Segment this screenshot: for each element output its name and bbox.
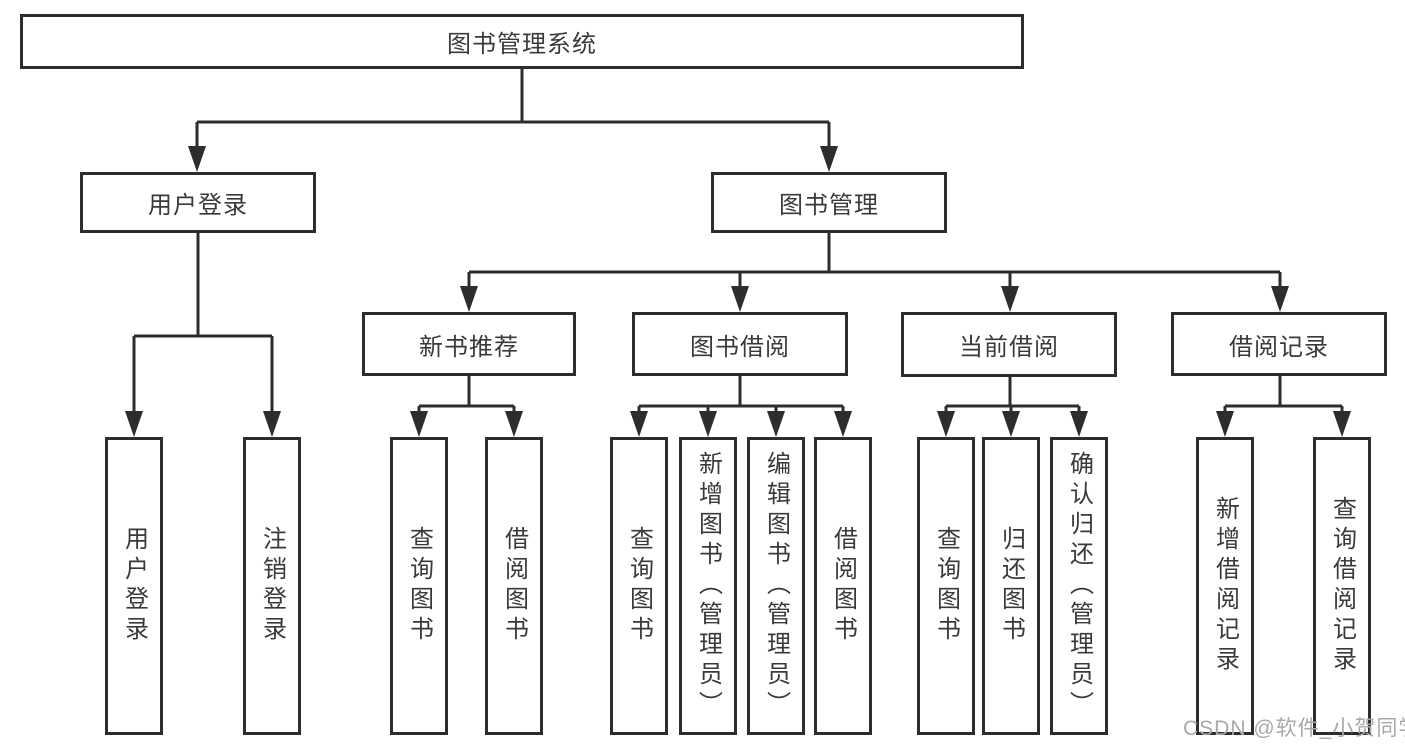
node-user-login: 用户登录 — [80, 172, 316, 233]
arrow-down-icon — [1271, 286, 1289, 312]
node-label: 图书借阅 — [690, 333, 790, 361]
leaf-label: 注销登录 — [258, 526, 286, 646]
arrow-down-icon — [505, 411, 523, 437]
leaf-label: 查询图书 — [625, 526, 653, 646]
connector-root-to-level2 — [195, 69, 831, 150]
arrow-down-icon — [1001, 286, 1019, 312]
connector-arrowheads — [125, 146, 1351, 437]
node-system-root: 图书管理系统 — [20, 14, 1024, 69]
connector-group2-to-leaves — [944, 377, 1081, 414]
node-book-borrow: 图书借阅 — [632, 312, 848, 376]
connector-paths — [132, 69, 1344, 414]
node-label: 用户登录 — [148, 192, 248, 219]
leaf-label: 编辑图书（管理员） — [762, 451, 790, 721]
leaf-query-books: 查询图书 — [917, 437, 975, 735]
leaf-label: 查询借阅记录 — [1328, 496, 1356, 676]
arrow-down-icon — [1070, 411, 1088, 437]
arrow-down-icon — [937, 411, 955, 437]
arrow-down-icon — [767, 411, 785, 437]
node-label: 图书管理系统 — [447, 31, 597, 58]
leaf-add-books-admin: 新增图书（管理员） — [679, 437, 737, 735]
leaf-label: 用户登录 — [120, 526, 148, 646]
leaf-query-borrow-record: 查询借阅记录 — [1313, 437, 1371, 735]
leaf-user-login: 用户登录 — [105, 437, 163, 735]
leaf-logout: 注销登录 — [243, 437, 301, 735]
node-label: 图书管理 — [779, 192, 879, 219]
leaf-return-books: 归还图书 — [982, 437, 1040, 735]
connector-group0-to-leaves — [417, 376, 516, 414]
leaf-label: 确认归还（管理员） — [1065, 451, 1093, 721]
connector-group1-to-leaves — [637, 376, 845, 414]
node-label: 借阅记录 — [1229, 333, 1329, 361]
arrow-down-icon — [630, 411, 648, 437]
arrow-down-icon — [125, 411, 143, 437]
arrow-down-icon — [699, 411, 717, 437]
arrow-down-icon — [1216, 411, 1234, 437]
leaf-confirm-return-admin: 确认归还（管理员） — [1050, 437, 1108, 735]
node-borrow-records: 借阅记录 — [1171, 312, 1387, 376]
csdn-watermark: CSDN @软件_小贺同学 — [1183, 717, 1405, 740]
leaf-label: 借阅图书 — [500, 526, 528, 646]
connector-mgmt-to-groups — [467, 233, 1282, 290]
leaf-label: 新增图书（管理员） — [694, 451, 722, 721]
leaf-label: 借阅图书 — [829, 526, 857, 646]
node-book-management: 图书管理 — [711, 172, 947, 233]
node-current-borrow: 当前借阅 — [901, 312, 1117, 377]
node-new-book-recommend: 新书推荐 — [362, 312, 576, 376]
arrow-down-icon — [410, 411, 428, 437]
arrow-down-icon — [1002, 411, 1020, 437]
leaf-label: 归还图书 — [997, 526, 1025, 646]
leaf-borrow-books: 借阅图书 — [485, 437, 543, 735]
node-label: 新书推荐 — [419, 333, 519, 361]
leaf-label: 查询图书 — [405, 526, 433, 646]
arrow-down-icon — [834, 411, 852, 437]
leaf-query-books: 查询图书 — [390, 437, 448, 735]
arrow-down-icon — [263, 411, 281, 437]
leaf-edit-books-admin: 编辑图书（管理员） — [747, 437, 805, 735]
node-label: 当前借阅 — [959, 334, 1059, 361]
connector-group3-to-leaves — [1223, 376, 1344, 414]
arrow-down-icon — [1333, 411, 1351, 437]
connector-login-to-leaves — [132, 233, 274, 414]
arrow-down-icon — [731, 286, 749, 312]
arrow-down-icon — [460, 286, 478, 312]
leaf-label: 查询图书 — [932, 526, 960, 646]
arrow-down-icon — [820, 146, 838, 172]
arrow-down-icon — [188, 146, 206, 172]
leaf-add-borrow-record: 新增借阅记录 — [1196, 437, 1254, 735]
leaf-label: 新增借阅记录 — [1211, 496, 1239, 676]
leaf-borrow-books: 借阅图书 — [814, 437, 872, 735]
leaf-query-books: 查询图书 — [610, 437, 668, 735]
